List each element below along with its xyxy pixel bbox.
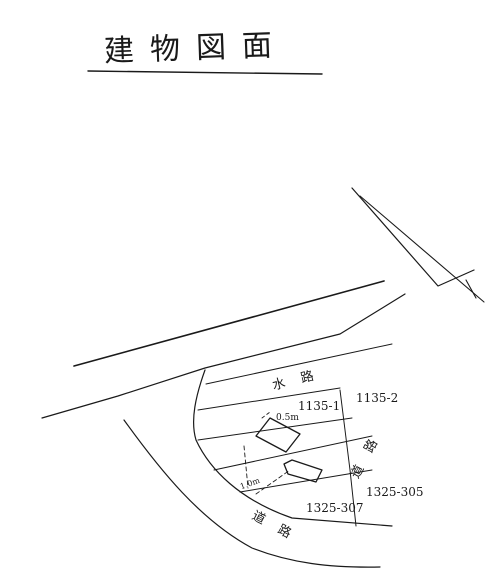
waterway-band-upper [205, 343, 393, 385]
lot-number-1325-305: 1325-305 [366, 485, 424, 499]
road-upper-edge [73, 280, 385, 367]
lot-number-1135-1: 1135-1 [298, 399, 341, 413]
title-underline [87, 70, 323, 75]
building-annex [283, 459, 323, 483]
lot-number-1135-2: 1135-2 [356, 391, 399, 405]
parcel-line-vertical-1 [339, 389, 351, 471]
waterway-edge-inner [359, 195, 485, 303]
parcel-line-horizontal [197, 417, 353, 441]
waterway-band-lower [197, 387, 341, 411]
parcel-line-lower [239, 469, 373, 493]
road-lower-edge [123, 419, 381, 568]
waterway-tick [465, 279, 477, 299]
parcel-line-diagonal [213, 435, 373, 471]
lot-number-1325-307: 1325-307 [306, 501, 364, 515]
lot-outline [193, 369, 393, 527]
dimension-line-top [261, 411, 271, 419]
drawing-title: 建物図面 [103, 27, 289, 70]
parcel-line-vertical-2 [349, 469, 357, 527]
waterway-edge [351, 187, 475, 287]
building-main [255, 417, 301, 453]
dimension-line-diagonal [255, 469, 291, 495]
dimension-line-vertical [243, 445, 249, 489]
road-inner-boundary [41, 293, 406, 419]
dimension-label-05m: 0.5m [276, 413, 299, 423]
